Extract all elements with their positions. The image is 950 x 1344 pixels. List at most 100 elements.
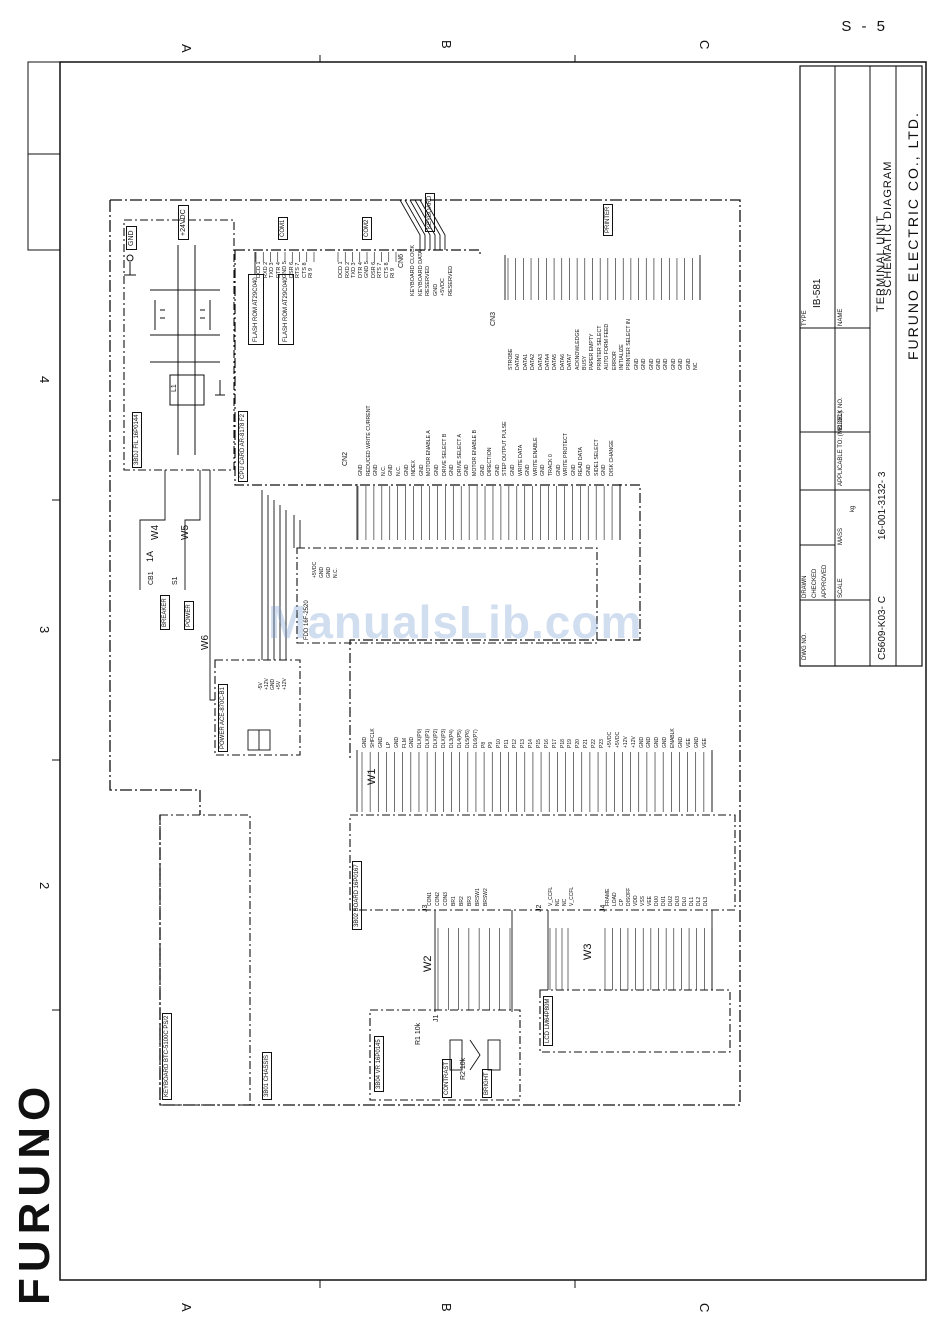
fdd-pins-pin: GND <box>449 464 456 476</box>
power-pins-pin: +12V <box>282 678 288 690</box>
printer-pins-pin: DATA5 <box>552 354 559 370</box>
board-j3-pin: CON3 <box>443 892 449 906</box>
lcd-pins-pin: VEE <box>701 737 708 748</box>
com1-pins-pin: RI 9 <box>308 267 314 278</box>
lcd-pins-pin: VEE <box>685 737 692 748</box>
fdd-pins-pin: GND <box>403 464 410 476</box>
filter-circuit <box>124 245 225 455</box>
lcd-pins-pin: P14 <box>527 739 534 748</box>
lcd-pins-pin: GND <box>693 736 700 748</box>
com1-pins-pin: GND 5 <box>282 261 288 278</box>
board-j4-pin: DU0 <box>654 895 660 906</box>
lcd-pins-pin: GND <box>362 736 368 748</box>
fdd-pins-pin: WRITE DATA <box>517 444 524 476</box>
board-j3-pin: BR1 <box>451 896 457 906</box>
checked-label: CHECKED <box>812 568 818 598</box>
printer-pins-pin: DATA3 <box>537 354 544 370</box>
fdd-pins-pin: GND <box>510 464 516 476</box>
watermark: ManualsLib.com <box>268 596 643 648</box>
w3-label: W3 <box>582 943 594 961</box>
mass-unit: kg <box>850 505 856 512</box>
board-j4-pin: CP <box>619 899 625 906</box>
col-label-c: C <box>697 40 712 49</box>
lcd-pins-pin: P9 <box>488 741 495 748</box>
lcd-pins-pin: GND <box>638 736 645 748</box>
fdd-pins-pin: WRITE ENABLE <box>532 437 539 476</box>
j1-vr-label: J1 <box>433 1014 440 1022</box>
lcd-label: LCD LM64P80M <box>543 995 553 1046</box>
lcd-pins-pin: P21 <box>583 739 590 748</box>
lcd-pins-pin: P22 <box>591 739 598 748</box>
lcd-pins-pin: SHFCLK <box>369 728 376 748</box>
fdd-pins-pin: GND <box>540 464 547 476</box>
fdd-power-pin: N.C. <box>333 568 339 578</box>
harness-lines <box>255 252 713 1010</box>
board-j4-pin: DL1 <box>689 896 695 906</box>
fdd-pins-pin: DRIVE SELECT B <box>441 433 448 476</box>
printer-pins-pin: GND <box>648 358 655 370</box>
keyboard-pins-pin: RESERVED <box>447 265 454 296</box>
fdd-pins-pin: READ DATA <box>578 447 585 476</box>
board-j4-pin: DL3 <box>703 896 709 906</box>
name-label: NAME <box>838 308 844 326</box>
keyboard-pins-pin: KEYBOARD CLOCK <box>410 244 416 296</box>
r2-label: R2 10k <box>460 1057 467 1080</box>
cb1-label: CB1 <box>148 571 155 585</box>
printer-pins-pin: DATA1 <box>522 354 529 370</box>
board-j4-pin: DL2 <box>696 896 702 906</box>
lcd-pins-pin: DLX(P0) <box>417 728 424 748</box>
com2-pins-pin: DCD 1 <box>338 261 344 278</box>
one-a-label: 1A <box>145 550 155 562</box>
fdd-pins-pin: N.C. <box>380 465 387 476</box>
com2-pins-pin: RTS 7 <box>377 262 383 279</box>
printer-pins-pin: DATA0 <box>515 354 522 370</box>
fdd-pins-pin: STEP OUTPUT PULSE <box>502 421 509 476</box>
printer-tag: PRINTER <box>603 203 613 236</box>
com1-pins-pin: DCD 1 <box>256 261 262 278</box>
lcd-pins-pin: LP <box>385 741 392 748</box>
drawn-label: DRAWN <box>802 575 808 598</box>
mass-label: MASS <box>838 527 844 545</box>
lcd-pins-pin: P8 <box>480 741 487 748</box>
lcd-pins-pin: GND <box>662 736 669 748</box>
lcd-pins-pin: DLX(P1) <box>425 728 432 748</box>
printer-pins-pin: GND <box>670 358 677 370</box>
lcd-pins-pin: P19 <box>567 739 574 748</box>
printer-pins-pin: AUTO FORM FEED <box>604 323 611 370</box>
wiring <box>139 199 713 1071</box>
printer-pins-pin: BUSY <box>582 355 588 370</box>
keyboard-pins-pin: +5VDC <box>440 278 446 296</box>
com2-pins-pin: RXD 2 <box>344 261 351 278</box>
fdd-pins-pin: GND <box>555 464 562 476</box>
lcd-pins-pin: DLX(P2) <box>433 728 440 748</box>
lcd-pins-pin: P12 <box>512 739 519 748</box>
board-j3-pin: BRSW1 <box>475 888 481 906</box>
svg-text:C: C <box>697 1303 712 1312</box>
printer-pins-pin: GND <box>633 358 640 370</box>
com1-pins-pin: TXD 3 <box>269 262 275 278</box>
svg-text:A: A <box>179 1303 194 1312</box>
fdd-power-pin: GND <box>326 566 332 578</box>
board-j4-pin: DU3 <box>675 895 681 906</box>
dwg-number: C5609-K03- C <box>877 596 888 660</box>
fdd-pins-pin: MOTOR ENABLE B <box>472 429 478 476</box>
fdd-pins-pin: SIDE1 SELECT <box>593 439 600 476</box>
approved-label: APPROVED <box>822 564 828 598</box>
printer-pins-pin: ERROR <box>611 351 618 370</box>
r1-label: R1 10k <box>415 1022 422 1045</box>
s1-label: S1 <box>172 576 179 585</box>
title-block <box>799 65 923 667</box>
printer-pins-pin: GND <box>678 358 685 370</box>
keyboard-pins-pin: KEYBOARD DATA <box>417 250 424 296</box>
svg-text:3: 3 <box>37 626 52 633</box>
board-j2-pin: V_CCFL <box>569 886 575 906</box>
com1-pins-pin: DSR 6 <box>288 261 295 278</box>
power-switch-label: POWER <box>184 601 194 630</box>
page-label: S - 5 <box>841 18 888 35</box>
fdd-pins-pin: DRIVE SELECT A <box>456 434 463 476</box>
w2-label: W2 <box>422 955 434 973</box>
board-j4-pin: DL0 <box>682 896 688 906</box>
com2-pins-pin: RI 9 <box>390 267 396 278</box>
com1-pins-pin: DTR 4 <box>275 262 282 278</box>
